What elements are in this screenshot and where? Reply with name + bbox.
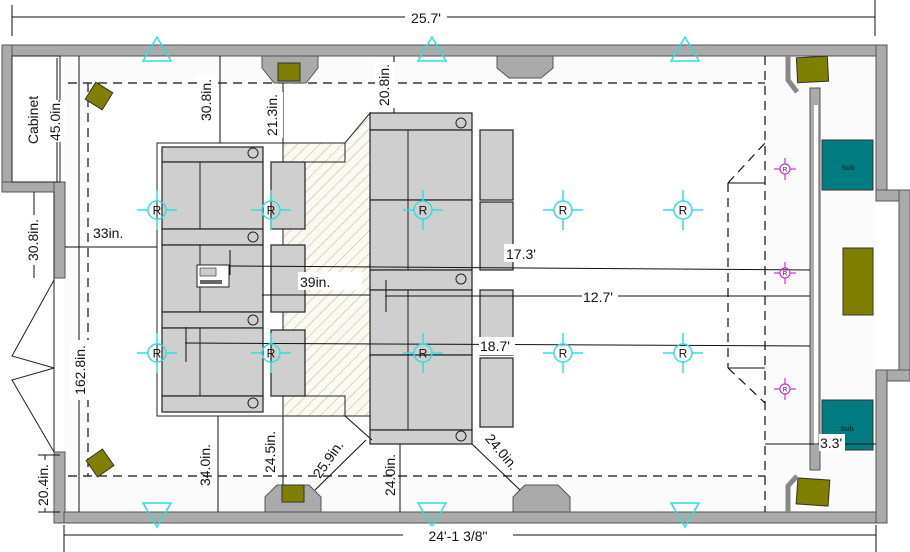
svg-text:R: R bbox=[783, 167, 788, 173]
svg-text:Sub: Sub bbox=[841, 165, 854, 172]
svg-text:R: R bbox=[679, 347, 688, 361]
svg-text:R: R bbox=[153, 204, 162, 218]
cabinet-label: Cabinet bbox=[25, 96, 41, 144]
stage-light-icon: R bbox=[773, 377, 797, 401]
svg-text:39in.: 39in. bbox=[300, 274, 330, 290]
recessed-light-icon: R bbox=[662, 332, 704, 374]
svg-text:R: R bbox=[783, 387, 788, 393]
seating-boundary bbox=[68, 56, 766, 512]
svg-text:R: R bbox=[419, 204, 428, 218]
svg-text:33in.: 33in. bbox=[93, 225, 123, 241]
svg-text:R: R bbox=[559, 204, 568, 218]
svg-text:R: R bbox=[267, 204, 276, 218]
svg-text:3.3': 3.3' bbox=[820, 435, 842, 451]
recessed-lights: R R R R R R R R R R R R R bbox=[136, 157, 797, 401]
ceiling-speaker-markers bbox=[141, 35, 701, 529]
svg-text:Sub: Sub bbox=[840, 426, 853, 433]
svg-text:R: R bbox=[559, 347, 568, 361]
subwoofer: Sub bbox=[821, 139, 874, 191]
svg-text:162.8in.: 162.8in. bbox=[72, 345, 88, 395]
screen-surface bbox=[814, 105, 818, 445]
svg-text:R: R bbox=[783, 271, 788, 277]
svg-text:21.3in.: 21.3in. bbox=[264, 94, 280, 136]
top-dimension: 25.7' bbox=[11, 0, 876, 36]
svg-text:12.7': 12.7' bbox=[583, 289, 613, 305]
stage-light-icon: R bbox=[773, 157, 797, 181]
dimension-label: 25.7' bbox=[411, 10, 441, 26]
svg-text:17.3': 17.3' bbox=[506, 246, 536, 262]
recessed-light-icon: R bbox=[542, 189, 584, 231]
recessed-light-icon: R bbox=[542, 332, 584, 374]
recessed-light-icon: R bbox=[250, 189, 292, 231]
svg-text:R: R bbox=[679, 204, 688, 218]
remote-control-icon bbox=[196, 264, 230, 288]
front-row-seating bbox=[156, 142, 306, 417]
recessed-light-icon: R bbox=[662, 189, 704, 231]
walls bbox=[1, 44, 910, 524]
recessed-light-icon: R bbox=[402, 189, 444, 231]
svg-text:24.0in.: 24.0in. bbox=[382, 454, 398, 496]
svg-text:34.0in.: 34.0in. bbox=[197, 444, 213, 486]
recessed-light-icon: R bbox=[136, 189, 178, 231]
center-channel bbox=[842, 247, 874, 316]
svg-text:R: R bbox=[153, 347, 162, 361]
svg-text:20.4in.: 20.4in. bbox=[35, 464, 51, 506]
recessed-light-icon: R bbox=[402, 332, 444, 374]
svg-text:24.5in.: 24.5in. bbox=[262, 431, 278, 473]
bifold-door bbox=[11, 192, 55, 453]
riser-step bbox=[282, 395, 346, 417]
svg-text:R: R bbox=[419, 347, 428, 361]
svg-text:30.8in.: 30.8in. bbox=[198, 79, 214, 121]
svg-text:30.8in.: 30.8in. bbox=[25, 219, 41, 261]
recessed-light-icon: R bbox=[136, 332, 178, 374]
riser-step bbox=[282, 142, 346, 163]
svg-text:24'-1 3/8": 24'-1 3/8" bbox=[428, 528, 487, 544]
svg-text:18.7': 18.7' bbox=[480, 338, 510, 354]
recessed-light-icon: R bbox=[250, 332, 292, 374]
svg-text:R: R bbox=[267, 347, 276, 361]
bottom-dimension: 24'-1 3/8" bbox=[63, 525, 877, 552]
cabinet: Cabinet 45.0in. bbox=[11, 55, 65, 183]
svg-text:20.8in.: 20.8in. bbox=[376, 64, 392, 106]
dimension-label: 45.0in. bbox=[47, 99, 63, 141]
door-dimensions: 30.8in. 20.4in. bbox=[22, 192, 60, 513]
speakers bbox=[84, 55, 874, 513]
stage-light-icon: R bbox=[773, 261, 797, 285]
